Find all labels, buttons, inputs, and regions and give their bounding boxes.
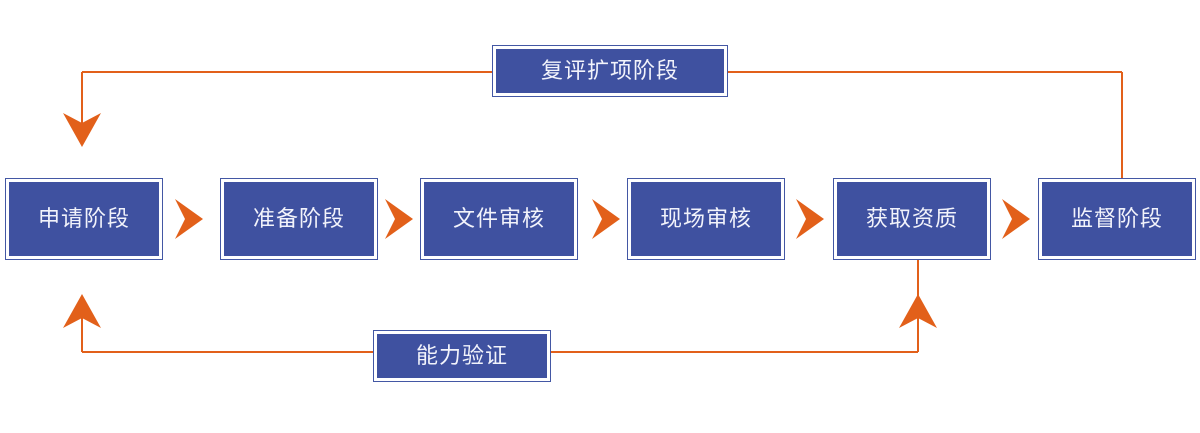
stage-label-proficiency-testing: 能力验证 <box>415 343 508 368</box>
chevron-right-icon-4 <box>796 199 824 239</box>
stage-label-qualification: 获取资质 <box>865 206 958 231</box>
chevron-right-icon-1 <box>175 199 203 239</box>
chevron-right-icon-3 <box>592 199 620 239</box>
stage-box-document-review[interactable]: 文件审核 <box>420 178 578 260</box>
stage-box-onsite-review-fill: 现场审核 <box>631 182 781 256</box>
stage-box-supervision-fill: 监督阶段 <box>1042 182 1192 256</box>
stage-label-application: 申请阶段 <box>37 206 130 231</box>
stage-box-preparation[interactable]: 准备阶段 <box>220 178 378 260</box>
stage-box-document-review-fill: 文件审核 <box>424 182 574 256</box>
stage-box-proficiency-testing[interactable]: 能力验证 <box>373 330 551 382</box>
arrow-up-to-qualification-icon <box>899 294 937 328</box>
arrow-up-to-application-icon <box>63 294 101 328</box>
top-feedback-connector <box>63 71 1123 178</box>
chevron-right-icon-2 <box>385 199 413 239</box>
stage-box-proficiency-testing-fill: 能力验证 <box>377 334 547 378</box>
arrow-down-to-application-icon <box>63 113 101 147</box>
stage-box-recertification-fill: 复评扩项阶段 <box>496 49 724 93</box>
stage-box-qualification[interactable]: 获取资质 <box>833 178 991 260</box>
stage-label-recertification: 复评扩项阶段 <box>540 58 679 83</box>
stage-label-document-review: 文件审核 <box>452 206 545 231</box>
chevron-right-icon-5 <box>1002 199 1030 239</box>
stage-box-recertification[interactable]: 复评扩项阶段 <box>492 45 728 97</box>
stage-box-application[interactable]: 申请阶段 <box>5 178 163 260</box>
stage-box-supervision[interactable]: 监督阶段 <box>1038 178 1196 260</box>
stage-box-onsite-review[interactable]: 现场审核 <box>627 178 785 260</box>
stage-box-application-fill: 申请阶段 <box>9 182 159 256</box>
stage-label-supervision: 监督阶段 <box>1070 206 1163 231</box>
stage-label-onsite-review: 现场审核 <box>659 206 752 231</box>
bottom-feedback-connector <box>63 260 937 353</box>
stage-box-preparation-fill: 准备阶段 <box>224 182 374 256</box>
stage-box-qualification-fill: 获取资质 <box>837 182 987 256</box>
stage-label-preparation: 准备阶段 <box>252 206 345 231</box>
